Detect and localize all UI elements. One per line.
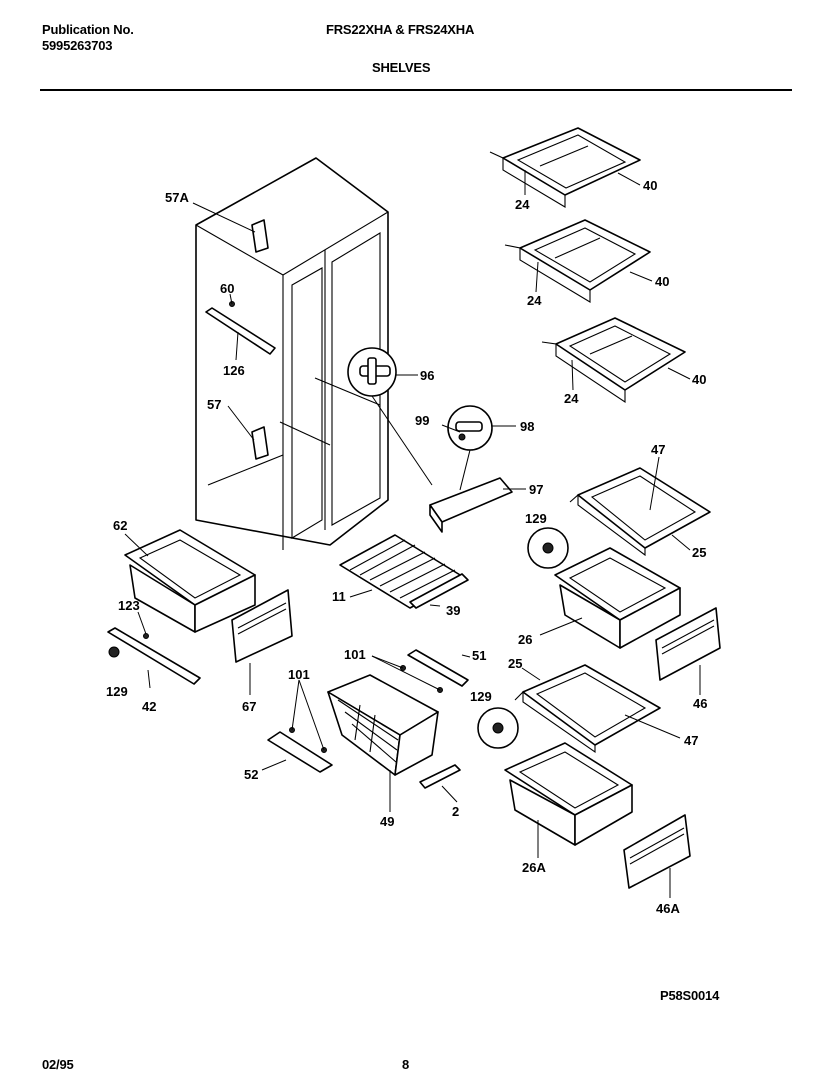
- glass-shelf-bottom: [541, 317, 686, 404]
- glass-shelf-top: [489, 127, 641, 208]
- callout-labels: 57A 60 126 57 96 99 98 97 62 123 129 42 …: [106, 178, 707, 916]
- callout-51: 51: [472, 648, 486, 663]
- page-number: 8: [402, 1057, 410, 1072]
- pan-cover-frame-lower: [514, 664, 661, 754]
- cap-129-lower: [477, 707, 519, 749]
- callout-129-lower: 129: [470, 689, 492, 704]
- cap-129-upper: [527, 527, 569, 569]
- callout-47-lower: 47: [684, 733, 698, 748]
- callout-101-left: 101: [288, 667, 310, 682]
- screw-123: [143, 633, 149, 639]
- rail-51: [407, 649, 469, 687]
- callout-2: 2: [452, 804, 459, 819]
- callout-99: 99: [415, 413, 429, 428]
- callout-40-top: 40: [643, 178, 657, 193]
- rail-97-front: [429, 504, 443, 533]
- callout-24-middle: 24: [527, 293, 542, 308]
- callout-11: 11: [332, 589, 346, 604]
- bracket-42: [107, 627, 201, 685]
- crisper-pan-26: [554, 547, 681, 649]
- callout-62: 62: [113, 518, 127, 533]
- glass-shelf-middle: [504, 219, 651, 303]
- callout-129-upper: 129: [525, 511, 547, 526]
- crisper-pan-26A: [504, 742, 633, 846]
- pan-cover-46A: [623, 814, 691, 889]
- pan-cover-46: [655, 607, 721, 681]
- detail-98: [447, 405, 493, 491]
- pan-cover-frame-upper: [569, 467, 711, 557]
- callout-97: 97: [529, 482, 543, 497]
- callout-67: 67: [242, 699, 256, 714]
- header-rule: [40, 89, 792, 91]
- callout-57: 57: [207, 397, 221, 412]
- model-numbers: FRS22XHA & FRS24XHA: [326, 22, 475, 37]
- bracket-52: [267, 731, 333, 773]
- callout-42: 42: [142, 699, 156, 714]
- wire-basket-49: [327, 674, 439, 776]
- callout-52: 52: [244, 767, 258, 782]
- callout-60: 60: [220, 281, 234, 296]
- section-title: SHELVES: [372, 60, 431, 75]
- callout-26A: 26A: [522, 860, 546, 875]
- trim-39: [409, 573, 469, 609]
- callout-46: 46: [693, 696, 707, 711]
- callout-40-bottom: 40: [692, 372, 706, 387]
- callout-101-top: 101: [344, 647, 366, 662]
- callout-24-top: 24: [515, 197, 530, 212]
- callout-98: 98: [520, 419, 534, 434]
- crisper-pan-62: [124, 529, 256, 633]
- cap-129-left: [108, 646, 120, 658]
- callout-126: 126: [223, 363, 245, 378]
- rail-97: [429, 477, 513, 523]
- callout-49: 49: [380, 814, 394, 829]
- callout-46A: 46A: [656, 901, 680, 916]
- callout-26: 26: [518, 632, 532, 647]
- callout-25-lower: 25: [508, 656, 522, 671]
- publication-number: 5995263703: [42, 38, 113, 53]
- callout-57A: 57A: [165, 190, 189, 205]
- callout-123: 123: [118, 598, 140, 613]
- footer-date: 02/95: [42, 1057, 74, 1072]
- callout-47-upper: 47: [651, 442, 665, 457]
- wire-shelf-11: [339, 534, 466, 609]
- part-2: [419, 764, 461, 789]
- callout-39: 39: [446, 603, 460, 618]
- callout-96: 96: [420, 368, 434, 383]
- shelf-support-126: [205, 307, 276, 355]
- leader-lines: [124, 170, 701, 898]
- pan-cover-67: [231, 589, 293, 663]
- callout-24-bottom: 24: [564, 391, 579, 406]
- callout-40-middle: 40: [655, 274, 669, 289]
- publication-label: Publication No.: [42, 22, 134, 37]
- cabinet-liner: [195, 157, 389, 550]
- drawing-code: P58S0014: [660, 988, 720, 1003]
- callout-25-upper: 25: [692, 545, 706, 560]
- callout-129-left: 129: [106, 684, 128, 699]
- detail-96: [347, 347, 433, 486]
